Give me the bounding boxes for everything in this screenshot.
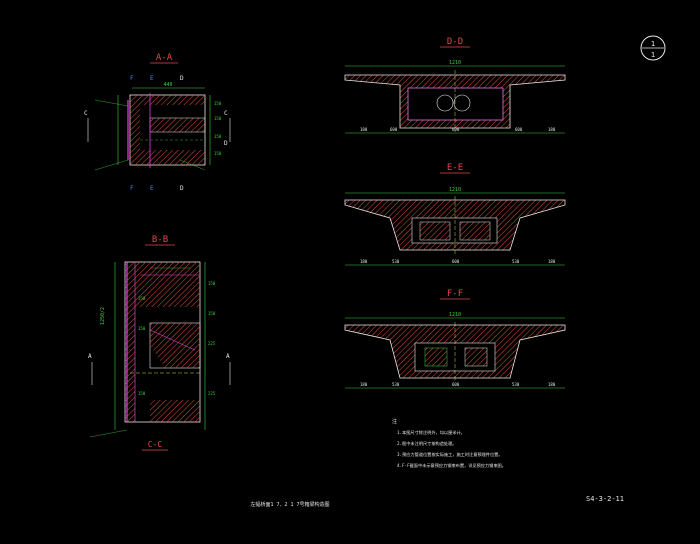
ee-dim-b4: 530 xyxy=(512,259,520,264)
section-dd: D-D 1210 180 600 690 600 180 xyxy=(344,37,566,134)
bb-dim-1: 150 xyxy=(138,296,146,301)
dd-dim-b3: 690 xyxy=(452,127,460,132)
aa-dim-2: 150 xyxy=(214,116,222,121)
bb-dim-total: 1250/2 xyxy=(100,307,106,325)
ff-dim-b3: 600 xyxy=(452,382,460,387)
note-2: 2.图中未注明尺寸按构造处理。 xyxy=(397,440,456,447)
section-ff: F-F 1210 180 530 600 530 180 xyxy=(344,289,566,389)
bb-dim-4: 150 xyxy=(208,311,216,316)
ff-dim-b4: 530 xyxy=(512,382,520,387)
aa-cut-e1: E xyxy=(150,75,154,82)
dd-dim-b1: 180 xyxy=(360,127,368,132)
aa-cut-d3: C xyxy=(224,110,228,117)
aa-cut-e2: E xyxy=(150,185,154,192)
dd-dim-b2: 600 xyxy=(390,127,398,132)
section-dd-title: D-D xyxy=(447,37,463,47)
aa-cut-d2: D xyxy=(180,185,184,192)
ff-dim-b5: 180 xyxy=(548,382,556,387)
ee-dim-b5: 180 xyxy=(548,259,556,264)
drawing-number: S4-3-2-11 xyxy=(586,495,624,503)
ee-dim-b1: 180 xyxy=(360,259,368,264)
aa-dim-width: 440 xyxy=(163,82,172,88)
section-ff-title: F-F xyxy=(447,289,463,299)
dd-dim-total: 1210 xyxy=(449,60,461,66)
bb-dim-7: 150 xyxy=(138,391,146,396)
aa-cut-d1: D xyxy=(180,75,184,82)
bb-dim-5: 225 xyxy=(208,341,216,346)
sheet-badge-bottom: 1 xyxy=(651,51,655,59)
aa-dim-4: 150 xyxy=(214,151,222,156)
ff-dim-total: 1210 xyxy=(449,312,461,318)
bb-dim-3: 150 xyxy=(208,281,216,286)
dd-dim-b4: 600 xyxy=(515,127,523,132)
sheet-badge-top: 1 xyxy=(651,40,655,48)
bb-dim-6: 225 xyxy=(208,391,216,396)
aa-cut-f1: F xyxy=(130,75,134,82)
section-aa: A-A 440 150 150 150 150 F E F E D D C C … xyxy=(84,53,231,192)
ff-dim-b2: 530 xyxy=(392,382,400,387)
ee-dim-total: 1210 xyxy=(449,187,461,193)
section-bb-title: B-B xyxy=(152,235,168,245)
note-3: 3.预应力管道位置按实际施工，施工时注意预埋件位置。 xyxy=(397,451,503,458)
ff-dim-b1: 180 xyxy=(360,382,368,387)
notes-heading: 注 xyxy=(392,418,397,425)
section-aa-title: A-A xyxy=(156,53,173,63)
section-cc-title: C-C xyxy=(148,440,163,449)
bb-mark-a-left: A xyxy=(88,353,92,360)
note-4: 4.F-F截面中未示意预应力钢束布置，详见预应力钢束图。 xyxy=(397,462,506,469)
notes-block: 注 1.本图尺寸除注明外，均以厘米计。 2.图中未注明尺寸按构造处理。 3.预应… xyxy=(392,418,506,469)
dd-dim-b5: 180 xyxy=(548,127,556,132)
ee-dim-b2: 530 xyxy=(392,259,400,264)
aa-cut-f2: F xyxy=(130,185,134,192)
aa-dim-1: 150 xyxy=(214,101,222,106)
section-ee: E-E 1210 180 530 600 530 180 xyxy=(344,163,566,266)
aa-cut-c1: C xyxy=(84,110,88,117)
bb-dim-2: 150 xyxy=(138,326,146,331)
drawing-title: 左幅桥面1 7、2 1 7号箱梁构造图 xyxy=(250,501,329,508)
bb-mark-a-right: A xyxy=(226,353,230,360)
ee-dim-b3: 600 xyxy=(452,259,460,264)
aa-cut-c2: D xyxy=(224,140,228,147)
note-1: 1.本图尺寸除注明外，均以厘米计。 xyxy=(397,429,465,436)
aa-dim-3: 150 xyxy=(214,134,222,139)
section-ee-title: E-E xyxy=(447,163,463,173)
section-bb: B-B 1250/2 150 150 150 150 225 225 150 A… xyxy=(88,235,231,451)
sheet-badge: 1 1 xyxy=(640,35,666,61)
